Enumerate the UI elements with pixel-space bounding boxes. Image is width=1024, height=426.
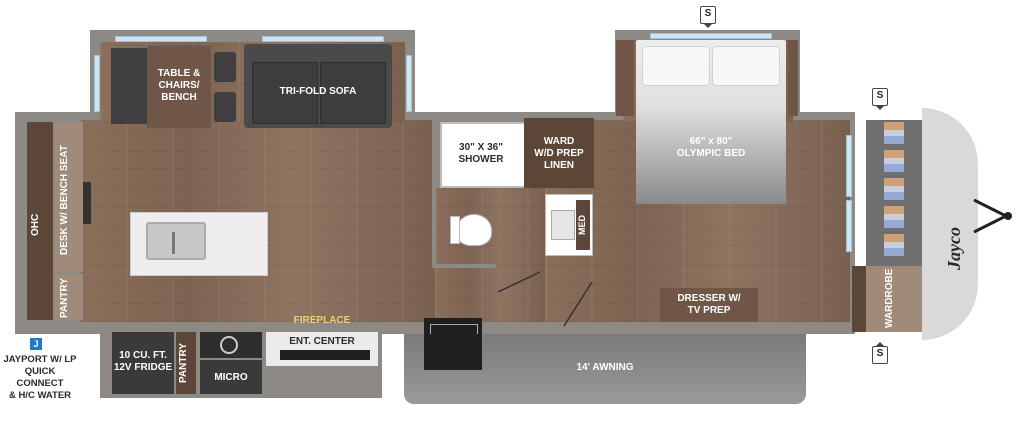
brand-logo-icon: Jayco — [944, 227, 964, 270]
fridge — [112, 332, 174, 394]
vanity-sink-icon — [551, 210, 575, 240]
pantry-left-label: PANTRY — [59, 278, 70, 318]
med-label: MED — [577, 215, 587, 235]
window-bed-top — [650, 33, 772, 39]
toilet-tank — [450, 216, 460, 244]
pantry-kitchen-label: PANTRY — [178, 343, 189, 383]
nightstand-right — [788, 40, 798, 116]
ward-linen-label: WARD W/D PREP LINEN — [534, 136, 584, 171]
window-bedroom-right — [846, 135, 852, 197]
desk-chair — [83, 182, 91, 224]
awning-cover-steps — [424, 334, 482, 370]
sofa-label: TRI-FOLD SOFA — [279, 86, 357, 97]
ohc-cabinet — [27, 122, 53, 320]
window-bedroom-right-2 — [846, 200, 852, 252]
microwave — [200, 360, 262, 394]
ward-linen — [524, 118, 594, 188]
toilet-icon — [456, 214, 492, 246]
fireplace — [280, 350, 370, 360]
window-living-right — [406, 55, 412, 112]
micro-label: MICRO — [214, 372, 248, 383]
awning-label: 14' AWNING — [576, 362, 634, 373]
jayport-label: JAYPORT W/ LP QUICK CONNECT & H/C WATER — [3, 354, 77, 401]
fridge-label: 10 CU. FT. 12V FRIDGE — [113, 350, 173, 373]
dining-table — [147, 46, 211, 128]
sofa-cushion-left — [252, 62, 318, 124]
dresser — [660, 288, 758, 322]
dresser-label: DRESSER W/ TV PREP — [677, 293, 741, 316]
faucet — [172, 232, 175, 254]
jayport-badge: J — [30, 338, 42, 350]
slide-out-marker-icon: S — [700, 6, 716, 28]
sink-icon — [146, 222, 206, 260]
hitch-icon — [973, 198, 1012, 234]
desk-label: DESK W/ BENCH SEAT — [59, 145, 70, 255]
bath-floor — [435, 188, 545, 322]
ent-center-label: ENT. CENTER — [289, 336, 355, 347]
burner — [220, 336, 238, 354]
shower-label: 30" X 36" SHOWER — [458, 142, 504, 165]
bath-wall-bottom — [432, 264, 496, 268]
med-cabinet — [576, 200, 590, 250]
desk-bench — [55, 122, 83, 272]
closet-items — [884, 122, 904, 262]
front-cap — [922, 108, 978, 340]
window-living-left — [94, 55, 100, 112]
nightstand-left — [616, 40, 634, 116]
ohc-label: OHC — [30, 213, 41, 237]
bench-seat — [111, 48, 147, 124]
pantry-left — [55, 274, 83, 320]
slide-out-marker-icon: S — [872, 88, 888, 110]
bed-label: 66" x 80" OLYMPIC BED — [676, 136, 746, 159]
wardrobe-label: WARDROBE — [884, 268, 895, 328]
chair-bottom — [214, 92, 236, 122]
pantry-kitchen — [176, 332, 196, 394]
pillow-right — [712, 46, 780, 86]
table-label: TABLE & CHAIRS/ BENCH — [157, 68, 201, 103]
fireplace-label: FIREPLACE — [293, 315, 351, 326]
chair-top — [214, 52, 236, 82]
bath-wall-left — [432, 118, 436, 268]
wardrobe — [866, 266, 922, 332]
pillow-left — [642, 46, 710, 86]
window-living-top — [115, 36, 207, 42]
door-swings — [497, 271, 593, 327]
slide-out-marker-icon: S — [872, 342, 888, 364]
sofa-cushion-right — [320, 62, 386, 124]
ent-center — [266, 332, 378, 366]
window-sofa-top — [262, 36, 384, 42]
wardrobe-side — [852, 266, 866, 332]
